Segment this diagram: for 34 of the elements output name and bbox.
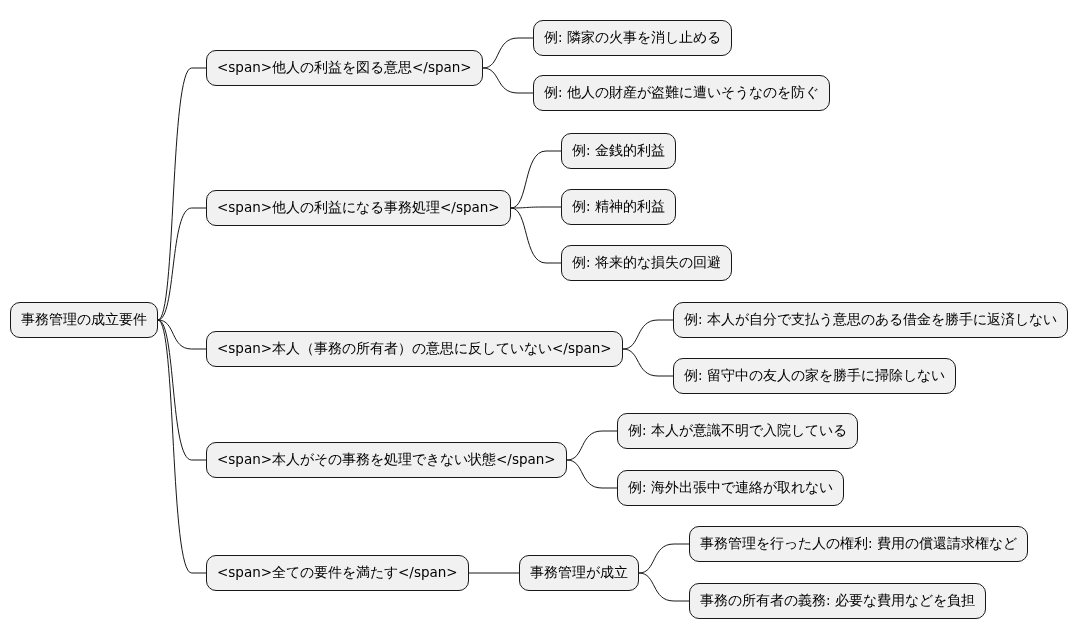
connector-line [468,572,520,574]
topic-box: 例: 精神的利益 [561,189,676,225]
topic-box: 例: 金銭的利益 [561,133,676,169]
topic-box: <span>本人（事務の所有者）の意思に反していない</span> [206,331,623,367]
connector-line [157,67,207,321]
connector-line [157,319,207,574]
connector-line [566,430,618,461]
connector-line [482,37,534,69]
topic-box: <span>全ての要件を満たす</span> [206,555,469,591]
topic-box: 例: 本人が自分で支払う意思のある借金を勝手に返済しない [673,302,1068,338]
topic-box: 例: 本人が意識不明で入院している [617,413,858,449]
topic-box: 事務管理の成立要件 [10,302,158,338]
connector-line [510,207,562,264]
topic-box: 例: 海外出張中で連絡が取れない [617,470,844,506]
topic-box: <span>他人の利益を図る意思</span> [206,50,483,86]
topic-box: 事務管理が成立 [519,555,639,591]
topic-box: <span>本人がその事務を処理できない状態</span> [206,442,567,478]
topic-box: 例: 隣家の火事を消し止める [533,20,732,56]
connector-line [482,67,534,94]
connector-line [638,572,690,602]
connector-line [566,459,618,489]
topic-box: 事務の所有者の義務: 必要な費用などを負担 [689,583,986,619]
connector-line [510,206,562,209]
connector-line [622,348,674,377]
topic-box: 例: 留守中の友人の家を勝手に掃除しない [673,358,956,394]
connector-line [157,319,207,461]
connector-line [638,543,690,574]
topic-box: 例: 他人の財産が盗難に遭いそうなのを防ぐ [533,75,830,111]
connector-line [622,319,674,350]
connector-line [157,207,207,321]
topic-box: 事務管理を行った人の権利: 費用の償還請求権など [689,526,1028,562]
topic-box: 例: 将来的な損失の回避 [561,245,732,281]
connector-line [157,319,207,350]
topic-box: <span>他人の利益になる事務処理</span> [206,190,511,226]
